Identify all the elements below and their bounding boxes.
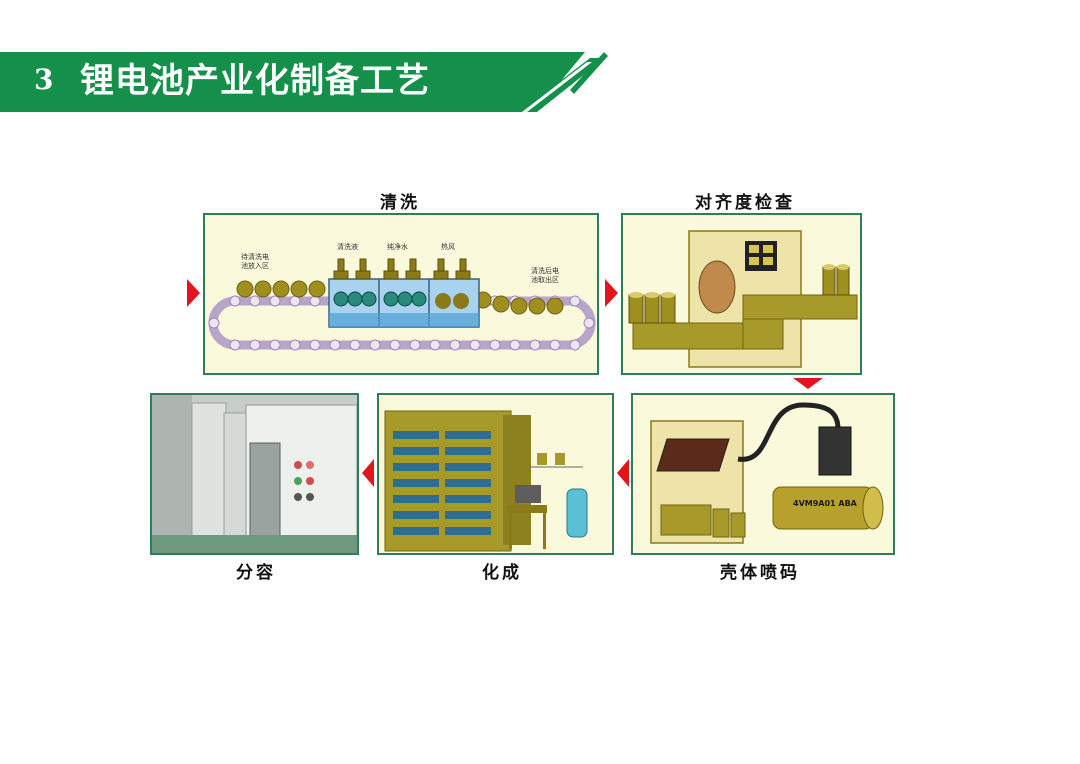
print-panel: 4VM9A01 ABA bbox=[631, 393, 895, 555]
formation-panel bbox=[377, 393, 614, 555]
wash-label-agent: 清洗液 bbox=[337, 243, 358, 251]
wash-label-out: 清洗后电 池取出区 bbox=[531, 267, 559, 284]
arrow-down-icon bbox=[793, 378, 823, 389]
step-label-grading: 分容 bbox=[236, 563, 276, 583]
wash-label-wind: 热风 bbox=[441, 243, 455, 251]
step-label-print: 壳体喷码 bbox=[720, 563, 800, 583]
arrow-right-icon bbox=[605, 279, 618, 307]
wash-label-in: 待清洗电 池放入区 bbox=[241, 253, 269, 270]
banner-shape bbox=[0, 52, 608, 112]
section-number: 3 bbox=[34, 63, 54, 96]
step-label-wash: 清洗 bbox=[380, 193, 420, 213]
print-code-text: 4VM9A01 ABA bbox=[793, 499, 857, 508]
align-machine-illustration bbox=[628, 230, 858, 368]
wash-panel: 待清洗电 池放入区 清洗液 纯净水 热风 清洗后电 池取出区 bbox=[203, 213, 599, 375]
wash-label-water: 纯净水 bbox=[387, 243, 408, 251]
formation-rack-illustration bbox=[384, 410, 588, 552]
arrow-left-icon bbox=[362, 459, 374, 487]
wash-line-illustration bbox=[208, 258, 596, 351]
arrow-right-icon bbox=[187, 279, 200, 307]
grading-cabinet-photo bbox=[152, 395, 357, 553]
page-title: 锂电池产业化制备工艺 bbox=[80, 61, 430, 101]
grading-panel bbox=[150, 393, 359, 555]
step-label-align: 对齐度检查 bbox=[695, 193, 795, 213]
arrow-left-icon bbox=[617, 459, 629, 487]
step-label-formation: 化成 bbox=[482, 563, 522, 583]
section-banner bbox=[0, 50, 610, 113]
align-panel bbox=[621, 213, 862, 375]
print-machine-illustration bbox=[650, 402, 884, 544]
